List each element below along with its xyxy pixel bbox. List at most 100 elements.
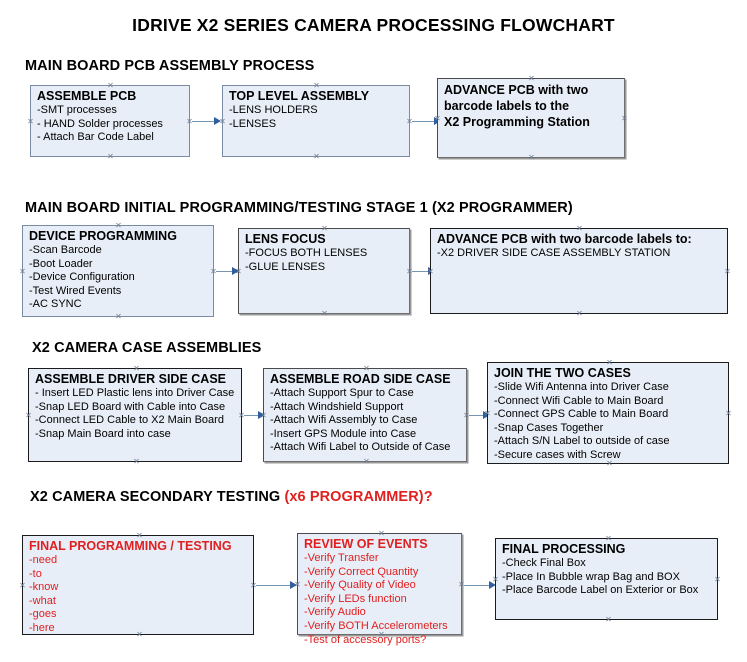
handle-right[interactable] <box>621 115 628 122</box>
box-line: -Snap LED Board with Cable into Case <box>35 400 226 413</box>
handle-bottom[interactable] <box>133 458 140 465</box>
box-line: -LENSES <box>229 117 277 130</box>
handle-top[interactable] <box>363 365 370 372</box>
box-assemble-road-side-case[interactable]: ASSEMBLE ROAD SIDE CASE -Attach Support … <box>263 368 467 462</box>
connector-2-2 <box>412 271 434 272</box>
handle-top[interactable] <box>321 225 328 232</box>
box-title: FINAL PROCESSING <box>502 542 626 556</box>
box-title: FINAL PROGRAMMING / TESTING <box>29 539 232 553</box>
box-line: -FOCUS BOTH LENSES <box>245 247 368 259</box>
box-title: LENS FOCUS <box>245 232 326 246</box>
box-line: -Attach S/N Label to outside of case <box>494 435 670 448</box>
box-review-of-events[interactable]: REVIEW OF EVENTS -Verify Transfer -Verif… <box>297 530 462 646</box>
handle-top[interactable] <box>528 75 535 82</box>
handle-right[interactable] <box>725 410 732 417</box>
arrowhead-3-1 <box>258 411 265 419</box>
handle-top[interactable] <box>115 222 122 229</box>
handle-left[interactable] <box>19 582 26 589</box>
box-line: -Attach Windshield Support <box>270 400 404 413</box>
box-line: -GLUE LENSES <box>245 260 326 273</box>
box-line: -here <box>29 621 55 634</box>
box-final-processing[interactable]: FINAL PROCESSING -Check Final Box -Place… <box>495 538 718 620</box>
arrowhead-4-2 <box>489 581 496 589</box>
box-line: -Attach Wifi Assembly to Case <box>270 414 418 427</box>
section-heading-x2-camera-case-assemblies: X2 CAMERA CASE ASSEMBLIES <box>32 340 261 356</box>
arrowhead-2-1 <box>232 267 239 275</box>
handle-bottom[interactable] <box>313 153 320 160</box>
section-heading-main-board-initial-programming: MAIN BOARD INITIAL PROGRAMMING/TESTING S… <box>25 200 573 216</box>
handle-top[interactable] <box>313 82 320 89</box>
box-line-overflow: -Test of accessory ports? <box>304 633 427 646</box>
box-line: -Snap Main Board into case <box>35 427 171 440</box>
handle-top[interactable] <box>605 535 612 542</box>
box-title: ADVANCE PCB with two barcode labels to: <box>437 232 692 246</box>
handle-top[interactable] <box>107 82 114 89</box>
handle-bottom[interactable] <box>107 153 114 160</box>
box-title: DEVICE PROGRAMMING <box>29 229 177 243</box>
handle-bottom[interactable] <box>528 154 535 161</box>
box-title: REVIEW OF EVENTS <box>304 537 428 551</box>
handle-bottom[interactable] <box>576 310 583 317</box>
connector-3-1 <box>244 415 264 416</box>
section-heading-x2-camera-secondary-testing: X2 CAMERA SECONDARY TESTING (x6 PROGRAMM… <box>30 489 433 505</box>
box-line: -Snap Cases Together <box>494 421 604 434</box>
box-line: -Test Wired Events <box>29 284 122 297</box>
box-line: -AC SYNC <box>29 298 82 311</box>
handle-right[interactable] <box>724 268 731 275</box>
box-line: -Attach Support Spur to Case <box>270 387 414 399</box>
section-heading-text: MAIN BOARD PCB ASSEMBLY PROCESS <box>25 58 315 74</box>
box-line: -Verify BOTH Accelerometers <box>304 619 448 632</box>
handle-top[interactable] <box>133 365 140 372</box>
section-heading-main-board-pcb-assembly: MAIN BOARD PCB ASSEMBLY PROCESS <box>25 58 314 74</box>
handle-right[interactable] <box>714 576 721 583</box>
arrowhead-3-2 <box>483 411 490 419</box>
box-assemble-driver-side-case[interactable]: ASSEMBLE DRIVER SIDE CASE - Insert LED P… <box>28 368 242 462</box>
handle-bottom[interactable] <box>321 310 328 317</box>
handle-bottom[interactable] <box>363 458 370 465</box>
box-device-programming[interactable]: DEVICE PROGRAMMING -Scan Barcode -Boot L… <box>22 225 214 317</box>
box-line: -Attach Wifi Label to Outside of Case <box>270 441 451 454</box>
box-line: -Verify Audio <box>304 606 366 619</box>
box-line: - Attach Bar Code Label <box>37 131 154 144</box>
box-line: -SMT processes <box>37 104 117 116</box>
connector-4-1 <box>256 585 296 586</box>
box-title: TOP LEVEL ASSEMBLY <box>229 89 370 103</box>
handle-top[interactable] <box>576 225 583 232</box>
handle-left[interactable] <box>27 118 34 125</box>
box-line: -Place In Bubble wrap Bag and BOX <box>502 570 680 583</box>
box-line: -need <box>29 554 58 566</box>
box-line: -to <box>29 567 42 580</box>
box-advance-pcb-programming-station[interactable]: ADVANCE PCB with two barcode labels to t… <box>437 78 625 158</box>
arrowhead-4-1 <box>290 581 297 589</box>
box-top-level-assembly[interactable]: TOP LEVEL ASSEMBLY -LENS HOLDERS -LENSES <box>222 85 410 157</box>
box-line: X2 Programming Station <box>444 115 590 129</box>
box-join-the-two-cases[interactable]: JOIN THE TWO CASES -Slide Wifi Antenna i… <box>487 362 729 464</box>
handle-bottom[interactable] <box>115 313 122 320</box>
handle-top[interactable] <box>606 359 613 366</box>
box-line: -Boot Loader <box>29 257 93 270</box>
handle-top[interactable] <box>136 532 143 539</box>
handle-top[interactable] <box>378 530 385 537</box>
handle-left[interactable] <box>25 412 32 419</box>
section-heading-text: X2 CAMERA SECONDARY TESTING <box>30 489 285 505</box>
box-assemble-pcb[interactable]: ASSEMBLE PCB -SMT processes - HAND Solde… <box>30 85 190 157</box>
box-line: -Scan Barcode <box>29 244 102 256</box>
arrowhead-1-1 <box>214 117 221 125</box>
connector-4-2 <box>464 585 494 586</box>
box-line: -X2 DRIVER SIDE CASE ASSEMBLY STATION <box>437 247 671 259</box>
box-line: -Connect LED Cable to X2 Main Board <box>35 414 224 427</box>
box-line: -Verify Transfer <box>304 552 379 564</box>
handle-left[interactable] <box>19 268 26 275</box>
box-line: - HAND Solder processes <box>37 117 163 130</box>
box-final-programming-testing[interactable]: FINAL PROGRAMMING / TESTING -need -to -k… <box>22 535 254 635</box>
connector-1-2 <box>412 121 440 122</box>
box-advance-pcb-driver-side-case[interactable]: ADVANCE PCB with two barcode labels to: … <box>430 228 728 314</box>
box-line: -Check Final Box <box>502 557 586 569</box>
box-line: -Verify Correct Quantity <box>304 565 419 578</box>
section-heading-text: MAIN BOARD INITIAL PROGRAMMING/TESTING S… <box>25 200 573 216</box>
box-line: -LENS HOLDERS <box>229 104 318 116</box>
box-lens-focus[interactable]: LENS FOCUS -FOCUS BOTH LENSES -GLUE LENS… <box>238 228 410 314</box>
box-line: barcode labels to the <box>444 99 570 113</box>
handle-bottom[interactable] <box>605 616 612 623</box>
connector-3-2 <box>469 415 489 416</box>
